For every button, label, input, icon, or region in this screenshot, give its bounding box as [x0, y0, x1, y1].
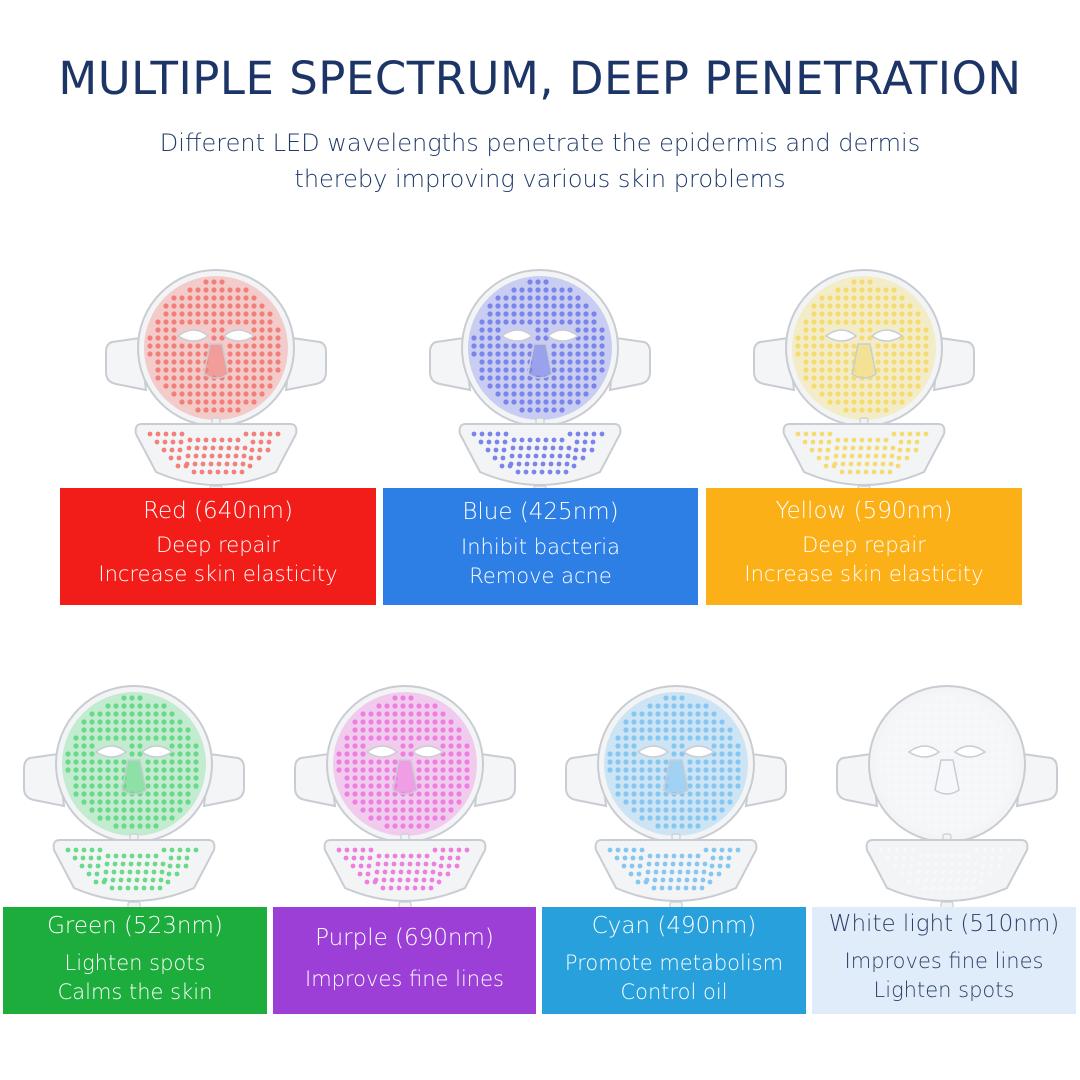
red-mode-benefit-1: Deep repair: [156, 533, 280, 557]
red-label-panel: Red (640nm) Deep repair Increase skin el…: [60, 488, 376, 605]
yellow-mode-name: Yellow (590nm): [775, 498, 953, 524]
subtitle-line-1: Different LED wavelengths penetrate the …: [159, 129, 921, 157]
blue-label-panel: Blue (425nm) Inhibit bacteria Remove acn…: [383, 488, 698, 605]
cyan-mask-image: [552, 685, 800, 914]
green-mode-name: Green (523nm): [47, 913, 223, 939]
cyan-label-panel: Cyan (490nm) Promote metabolism Control …: [542, 907, 806, 1014]
red-mode-name: Red (640nm): [143, 498, 293, 524]
blue-mask-image: [416, 269, 664, 498]
white-mode-name: White light (510nm): [828, 911, 1060, 937]
white-mode-benefit-2: Lighten spots: [873, 978, 1015, 1002]
green-label-panel: Green (523nm) Lighten spots Calms the sk…: [3, 907, 267, 1014]
page-title: MULTIPLE SPECTRUM, DEEP PENETRATION: [58, 52, 1022, 105]
white-mode-benefit-1: Improves fine lines: [844, 949, 1044, 973]
purple-mode-name: Purple (690nm): [315, 925, 494, 951]
cyan-mode-name: Cyan (490nm): [591, 913, 757, 939]
purple-mask-image: [281, 685, 529, 914]
green-mode-benefit-2: Calms the skin: [57, 980, 213, 1004]
blue-mode-name: Blue (425nm): [462, 499, 619, 525]
red-mask-image: [92, 269, 340, 498]
yellow-mode-benefit-1: Deep repair: [802, 533, 926, 557]
blue-mode-benefit-1: Inhibit bacteria: [461, 535, 620, 559]
blue-mode-benefit-2: Remove acne: [469, 564, 612, 588]
green-mask-image: [10, 685, 258, 914]
cyan-mode-benefit-2: Control oil: [620, 980, 728, 1004]
yellow-mask-image: [740, 269, 988, 498]
purple-label-panel: Purple (690nm) Improves fine lines: [273, 907, 536, 1014]
yellow-mode-benefit-2: Increase skin elasticity: [744, 562, 984, 586]
green-mode-benefit-1: Lighten spots: [64, 951, 206, 975]
white-label-panel: White light (510nm) Improves fine lines …: [812, 907, 1076, 1014]
yellow-label-panel: Yellow (590nm) Deep repair Increase skin…: [706, 488, 1022, 605]
purple-mode-benefit-1: Improves fine lines: [305, 967, 504, 991]
white-mask-image: [823, 685, 1071, 914]
subtitle-line-2: thereby improving various skin problems: [294, 165, 786, 193]
cyan-mode-benefit-1: Promote metabolism: [564, 951, 784, 975]
red-mode-benefit-2: Increase skin elasticity: [98, 562, 338, 586]
